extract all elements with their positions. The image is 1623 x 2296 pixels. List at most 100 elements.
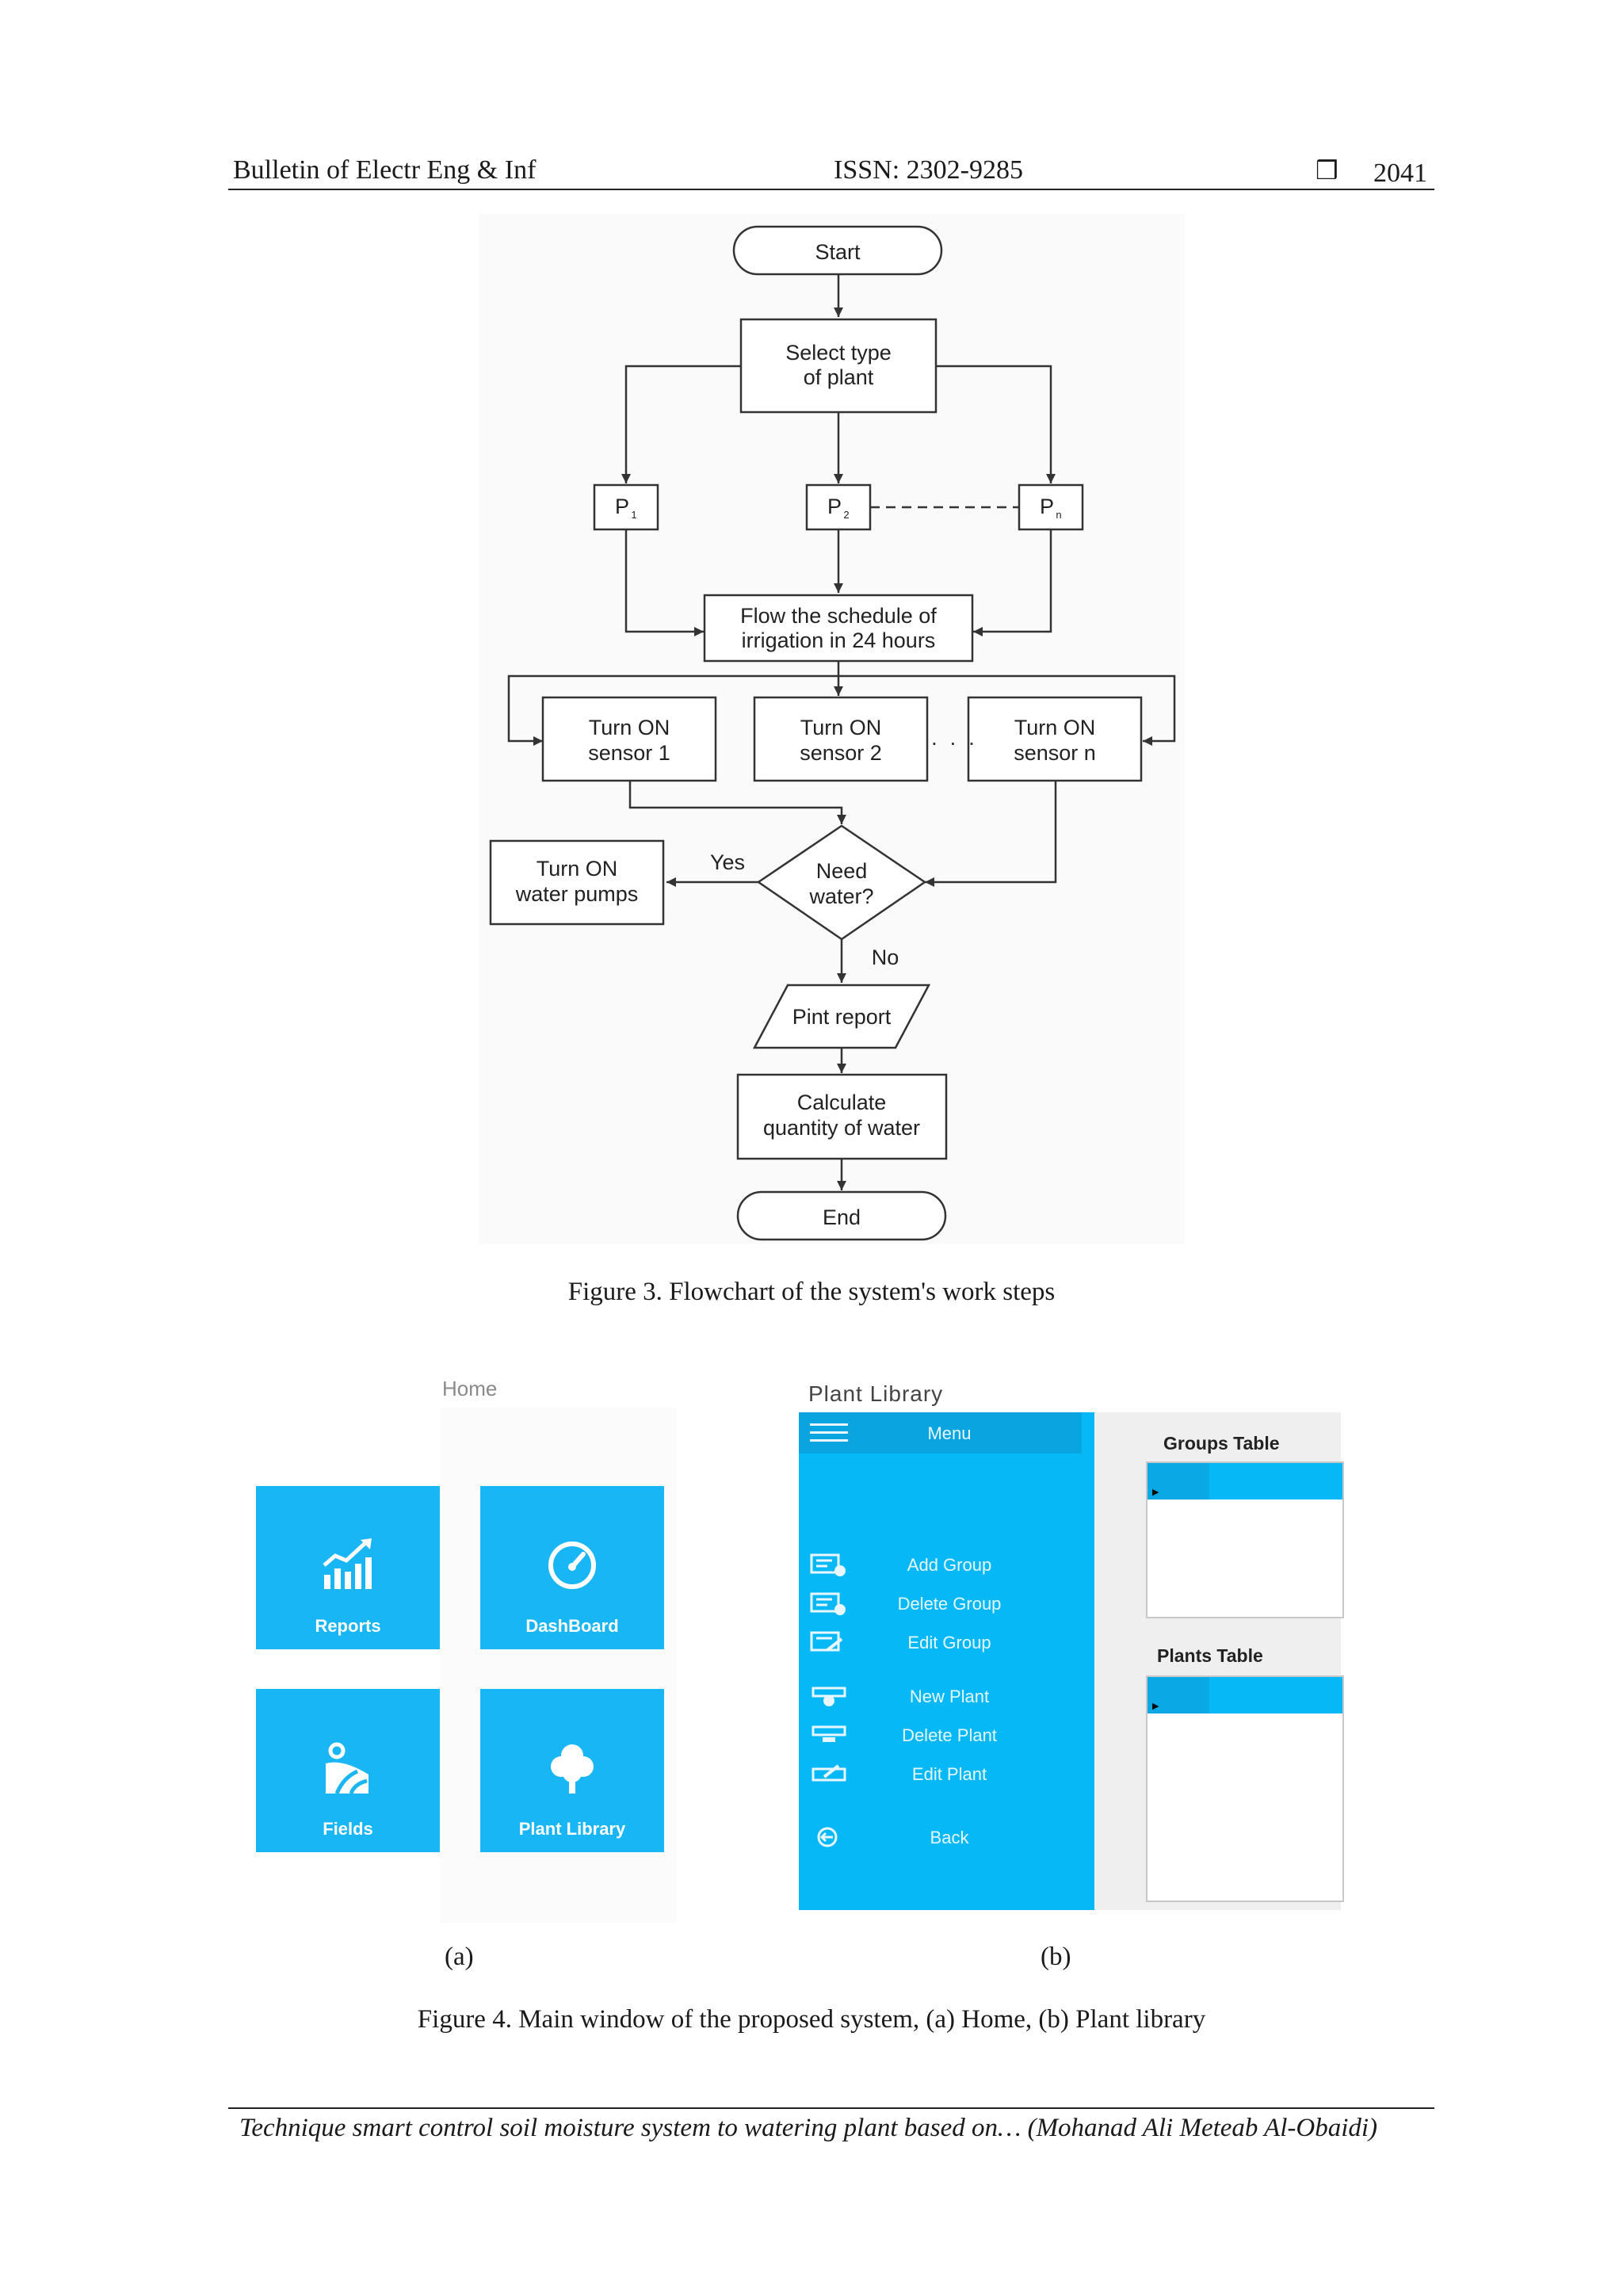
new-plant-icon: [812, 1687, 846, 1706]
calc-label-1: Calculate: [797, 1091, 887, 1114]
row-selector-icon: ▶: [1152, 1487, 1159, 1497]
plants-table-title: Plants Table: [1157, 1645, 1263, 1666]
calculate-box: [736, 1073, 948, 1160]
tile-dashboard[interactable]: DashBoard: [480, 1486, 664, 1649]
pn-subscript: n: [1056, 509, 1061, 521]
issn: ISSN: 2302-9285: [834, 155, 1023, 185]
delete-group-icon: [810, 1592, 846, 1615]
gauge-icon: [548, 1541, 596, 1589]
need-label-1: Need: [816, 859, 868, 883]
p1-box: [593, 483, 659, 531]
tile-fields[interactable]: Fields: [256, 1689, 440, 1852]
groups-table-title: Groups Table: [1163, 1433, 1280, 1454]
menu-edit-group[interactable]: Edit Group: [799, 1626, 1094, 1658]
edit-plant-icon: [812, 1764, 846, 1782]
flow-schedule-box: [703, 594, 974, 663]
sensor2-label-1: Turn ON: [800, 716, 882, 739]
end-label: End: [823, 1205, 861, 1229]
sensor1-label-2: sensor 1: [588, 741, 670, 765]
sensor1-label-1: Turn ON: [589, 716, 670, 739]
svg-text:. . .: . . .: [931, 725, 978, 750]
menu-delete-plant[interactable]: Delete Plant: [799, 1719, 1094, 1751]
edit-group-icon: [810, 1631, 843, 1652]
field-icon: [326, 1742, 369, 1794]
footer-rule: [228, 2107, 1434, 2109]
no-label: No: [872, 946, 899, 969]
header-rule: [228, 189, 1434, 190]
start-label: Start: [815, 240, 861, 264]
need-water-decision: [756, 824, 927, 941]
pn-box: [1018, 483, 1084, 531]
edit-group-label: Edit Group: [907, 1633, 991, 1652]
yes-label: Yes: [710, 850, 745, 874]
add-group-icon: [810, 1553, 846, 1576]
sensor-2-box: [753, 696, 929, 782]
row-selector-icon: ▶: [1152, 1701, 1159, 1711]
edit-plant-label: Edit Plant: [911, 1764, 987, 1784]
groups-table[interactable]: ▶: [1146, 1461, 1344, 1618]
new-plant-label: New Plant: [909, 1687, 990, 1706]
delete-group-label: Delete Group: [897, 1594, 1002, 1614]
hamburger-icon[interactable]: [810, 1423, 851, 1444]
pumps-label-2: water pumps: [515, 882, 639, 906]
delete-plant-icon: [812, 1725, 846, 1742]
plants-table-header: ▶: [1148, 1677, 1342, 1713]
plant-library-title: Plant Library: [808, 1381, 944, 1406]
sensorn-label-2: sensor n: [1014, 741, 1096, 765]
sensor-n-box: [967, 696, 1143, 782]
home-title: Home: [442, 1377, 498, 1400]
select-label-1: Select type: [785, 341, 892, 365]
tile-reports[interactable]: Reports: [256, 1486, 440, 1649]
back-label: Back: [930, 1828, 969, 1847]
subfigure-b-label: (b): [1041, 1943, 1071, 1971]
tree-icon: [551, 1744, 594, 1794]
pn-label: P: [1040, 495, 1054, 518]
flow-label-2: irrigation in 24 hours: [742, 628, 936, 652]
p2-box: [805, 483, 872, 531]
sensorn-label-1: Turn ON: [1014, 716, 1096, 739]
need-label-2: water?: [808, 884, 873, 908]
reports-icon: [323, 1538, 372, 1589]
back-arrow-icon: [817, 1827, 838, 1847]
page-symbol: ❒: [1316, 156, 1338, 185]
print-report-io: [752, 984, 931, 1049]
figure4-caption: Figure 4. Main window of the proposed sy…: [417, 2005, 1206, 2034]
water-pumps-box: [489, 839, 665, 926]
delete-plant-label: Delete Plant: [902, 1725, 997, 1745]
select-plant-box: [739, 318, 938, 414]
figure3-caption: Figure 3. Flowchart of the system's work…: [567, 1278, 1056, 1306]
p2-label: P: [827, 495, 842, 518]
end-terminal: [736, 1190, 947, 1241]
menu-label: Menu: [927, 1423, 972, 1443]
menu-add-group[interactable]: Add Group: [799, 1549, 1094, 1580]
calc-label-2: quantity of water: [763, 1116, 920, 1140]
tile-plant-library[interactable]: Plant Library: [480, 1689, 664, 1852]
sensor-1-box: [541, 696, 717, 782]
start-terminal: [732, 225, 943, 276]
footer-text: Technique smart control soil moisture sy…: [239, 2114, 1378, 2142]
tile-reports-label: Reports: [315, 1616, 381, 1636]
menu-new-plant[interactable]: New Plant: [799, 1680, 1094, 1712]
flowchart: . . . Start Select type of plant P 1 P 2…: [489, 225, 1176, 1241]
groups-table-header: ▶: [1148, 1463, 1342, 1499]
add-group-label: Add Group: [907, 1555, 992, 1575]
pumps-label-1: Turn ON: [537, 857, 618, 881]
select-label-2: of plant: [804, 365, 874, 389]
flow-label-1: Flow the schedule of: [740, 604, 937, 628]
sensor2-label-2: sensor 2: [800, 741, 882, 765]
p1-label: P: [615, 495, 629, 518]
subfigure-a-label: (a): [445, 1943, 474, 1971]
menu-panel: Menu Add Group Delete Group Edit Group N…: [799, 1412, 1094, 1910]
p1-subscript: 1: [631, 509, 636, 521]
menu-header[interactable]: Menu: [799, 1412, 1082, 1454]
p2-subscript: 2: [843, 509, 849, 521]
tile-fields-label: Fields: [323, 1819, 373, 1839]
page-number: 2041: [1373, 159, 1427, 188]
menu-edit-plant[interactable]: Edit Plant: [799, 1758, 1094, 1790]
menu-delete-group[interactable]: Delete Group: [799, 1587, 1094, 1619]
tile-plant-library-label: Plant Library: [518, 1819, 626, 1839]
journal-title: Bulletin of Electr Eng & Inf: [233, 155, 537, 185]
plants-table[interactable]: ▶: [1146, 1675, 1344, 1902]
menu-back[interactable]: Back: [799, 1821, 1094, 1853]
report-label: Pint report: [792, 1005, 892, 1029]
